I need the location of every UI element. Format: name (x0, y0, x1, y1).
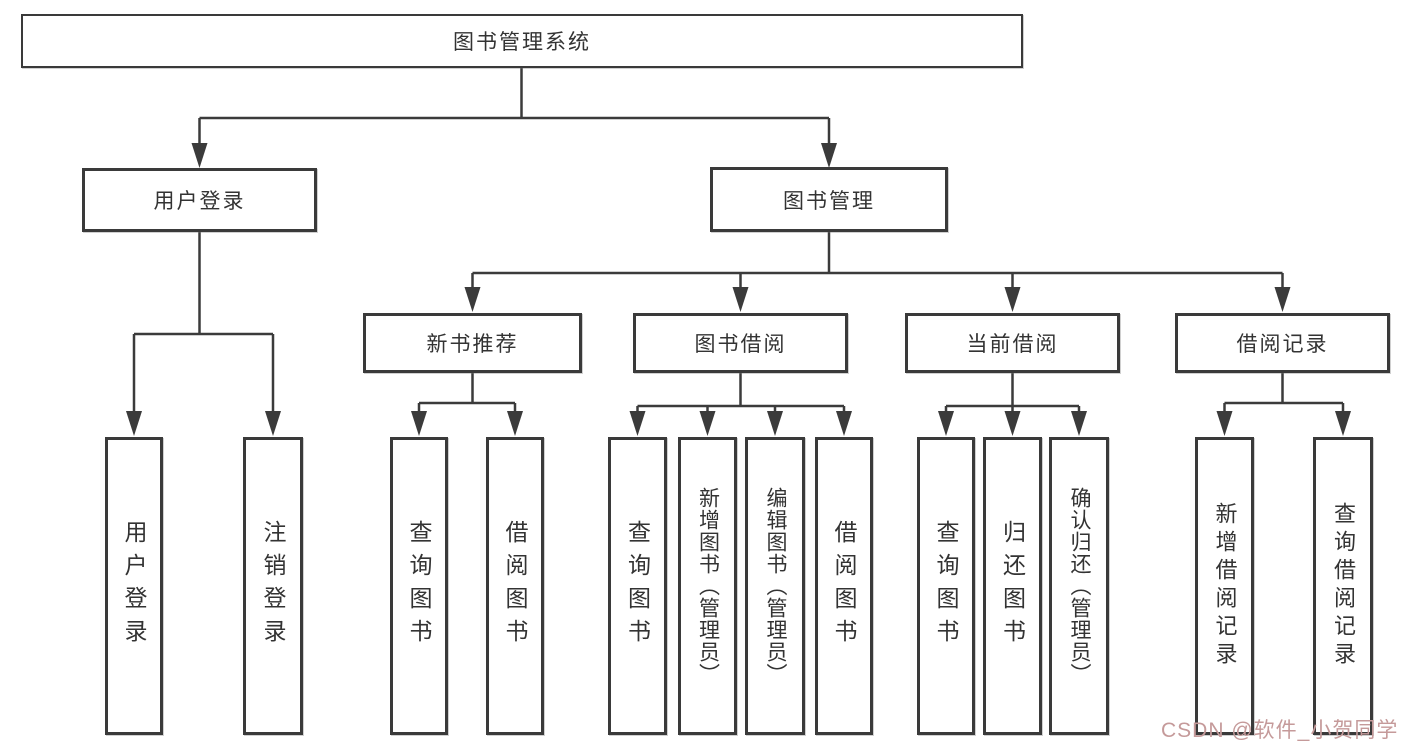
leaf-borrow-books-recommend-label: 借阅图书 (502, 520, 528, 652)
node-root: 图书管理系统 (21, 14, 1023, 68)
leaf-borrow-books-borrowing: 借阅图书 (815, 437, 873, 735)
leaf-query-books-recommend: 查询图书 (390, 437, 448, 735)
leaf-query-books-borrowing-label: 查询图书 (624, 520, 651, 652)
leaf-query-books-borrowing: 查询图书 (608, 437, 667, 735)
edge-borrowing-records (1223, 373, 1345, 412)
node-book-management: 图书管理 (710, 167, 948, 232)
edge-user-login (132, 232, 275, 412)
leaf-add-borrow-record: 新增借阅记录 (1195, 437, 1254, 735)
edge-current-borrowing (944, 373, 1081, 412)
leaf-query-books-current: 查询图书 (917, 437, 975, 735)
leaf-edit-books-admin: 编辑图书（管理员） (745, 437, 805, 735)
leaf-borrow-books-recommend: 借阅图书 (486, 437, 544, 735)
leaf-user-login: 用户登录 (105, 437, 163, 735)
edge-new-book-recommend (417, 373, 517, 412)
arrowheads (126, 143, 1351, 436)
node-book-borrowing-label: 图书借阅 (694, 333, 787, 356)
leaf-return-books-label: 归还图书 (999, 520, 1026, 652)
leaf-query-books-current-label: 查询图书 (933, 520, 959, 652)
edge-root (198, 68, 831, 145)
leaf-add-books-admin: 新增图书（管理员） (678, 437, 737, 735)
node-borrowing-records-label: 借阅记录 (1236, 333, 1329, 356)
leaf-add-books-admin-label: 新增图书（管理员） (696, 487, 720, 685)
node-user-login-label: 用户登录 (153, 190, 246, 213)
node-current-borrowing: 当前借阅 (905, 313, 1120, 373)
leaf-edit-books-admin-label: 编辑图书（管理员） (764, 487, 787, 685)
leaf-borrow-books-borrowing-label: 借阅图书 (831, 520, 857, 652)
node-book-management-label: 图书管理 (783, 189, 875, 213)
leaf-confirm-return-admin-label: 确认归还（管理员） (1068, 487, 1091, 685)
leaf-add-borrow-record-label: 新增借阅记录 (1212, 502, 1238, 670)
leaf-return-books: 归还图书 (983, 437, 1042, 735)
node-new-book-recommend: 新书推荐 (363, 313, 582, 373)
node-user-login: 用户登录 (82, 168, 317, 232)
leaf-logout: 注销登录 (243, 437, 303, 735)
leaf-user-login-label: 用户登录 (121, 520, 147, 652)
node-new-book-recommend-label: 新书推荐 (426, 333, 519, 356)
leaf-query-borrow-record: 查询借阅记录 (1313, 437, 1373, 735)
leaf-query-borrow-record-label: 查询借阅记录 (1331, 502, 1356, 670)
leaf-query-books-recommend-label: 查询图书 (406, 520, 432, 652)
leaf-confirm-return-admin: 确认归还（管理员） (1049, 437, 1109, 735)
node-current-borrowing-label: 当前借阅 (966, 333, 1059, 356)
node-borrowing-records: 借阅记录 (1175, 313, 1390, 373)
node-book-borrowing: 图书借阅 (633, 313, 848, 373)
edge-book-borrowing (636, 373, 846, 412)
node-root-label: 图书管理系统 (453, 31, 591, 54)
leaf-logout-label: 注销登录 (260, 520, 286, 652)
edge-book-management (471, 232, 1284, 289)
csdn-watermark: CSDN @软件_小贺同学 (1161, 719, 1399, 742)
